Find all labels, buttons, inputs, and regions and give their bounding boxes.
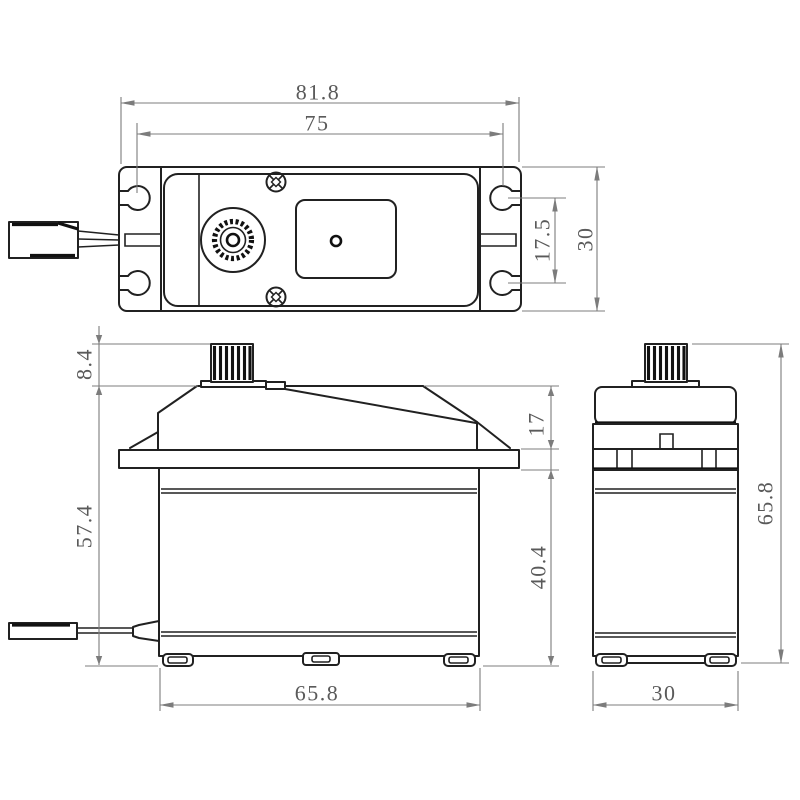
mounting-flange-front — [118, 449, 520, 469]
mount-cutout-bottom-right — [489, 270, 522, 296]
dim-overall-height-label: 65.8 — [753, 481, 778, 526]
dim-body-length-label: 65.8 — [295, 681, 340, 706]
dim-overall-width-label: 30 — [573, 227, 598, 252]
dim-body-width-label: 30 — [652, 681, 677, 706]
wire-grommet — [132, 620, 160, 642]
servo-plug-connector-front — [8, 622, 78, 640]
middle-band-side — [592, 423, 739, 450]
phillips-screw-bottom — [265, 286, 287, 308]
top-cap-front — [157, 385, 478, 451]
top-cap-side — [594, 386, 737, 425]
dim-overall-length-label: 81.8 — [296, 80, 341, 105]
foot-left-side — [595, 653, 628, 667]
top-view-dimensions: 81.8 75 17.5 30 — [120, 80, 605, 312]
upper-case-rect — [160, 166, 481, 312]
cap-chamfer-edges — [129, 421, 511, 449]
wire-slot-right — [480, 233, 517, 247]
output-spline-top — [200, 207, 266, 273]
cap-notch — [265, 381, 286, 390]
mount-cutout-top-right — [489, 185, 522, 211]
cap-ridge-edge — [284, 388, 477, 424]
spline-teeth-front — [212, 346, 252, 380]
mount-cutout-bottom-left — [118, 270, 151, 296]
dim-spline-height-label: 8.4 — [72, 348, 97, 380]
servo-body-front — [158, 467, 480, 657]
foot-right-pad — [448, 656, 469, 664]
dim-upper-section-height-label: 17 — [524, 412, 549, 437]
foot-middle-pad — [311, 655, 331, 663]
upper-case-face — [163, 173, 479, 307]
flange-slot-edges — [616, 449, 717, 470]
foot-right-side-pad — [709, 656, 730, 664]
servo-body-side — [592, 469, 739, 657]
side-view-dimensions: 65.8 30 — [592, 343, 789, 711]
foot-left-side-pad — [601, 656, 622, 664]
phillips-screw-top — [265, 171, 287, 193]
label-plate-dot — [329, 234, 343, 248]
dim-hole-spacing-label: 17.5 — [530, 218, 555, 263]
case-seam-lines-front — [161, 488, 477, 637]
dim-mount-hole-span-label: 75 — [305, 111, 330, 136]
case-mounting-plate — [118, 166, 522, 312]
spline-teeth-side — [646, 346, 686, 380]
dim-height-below-spline-label: 57.4 — [72, 504, 97, 549]
connector-shading-lines — [12, 221, 79, 258]
foot-middle-front — [302, 652, 340, 666]
servo-wire-front — [77, 627, 133, 634]
dim-lower-section-height-label: 40.4 — [526, 545, 551, 590]
front-view-dimensions: 8.4 57.4 17 40.4 65.8 — [72, 326, 559, 711]
label-plate — [295, 199, 397, 279]
servo-wires-top — [77, 230, 120, 248]
side-view: 65.8 30 — [592, 343, 789, 711]
wire-slot-left — [124, 233, 161, 247]
foot-left-pad — [167, 656, 188, 664]
front-view: 8.4 57.4 17 40.4 65.8 — [8, 326, 559, 711]
case-seam-lines-side — [595, 488, 736, 638]
mount-cutout-top-left — [118, 185, 151, 211]
middle-tab-side — [659, 433, 674, 449]
servo-plug-connector-top — [8, 221, 79, 259]
top-view: 81.8 75 17.5 30 — [8, 80, 605, 312]
